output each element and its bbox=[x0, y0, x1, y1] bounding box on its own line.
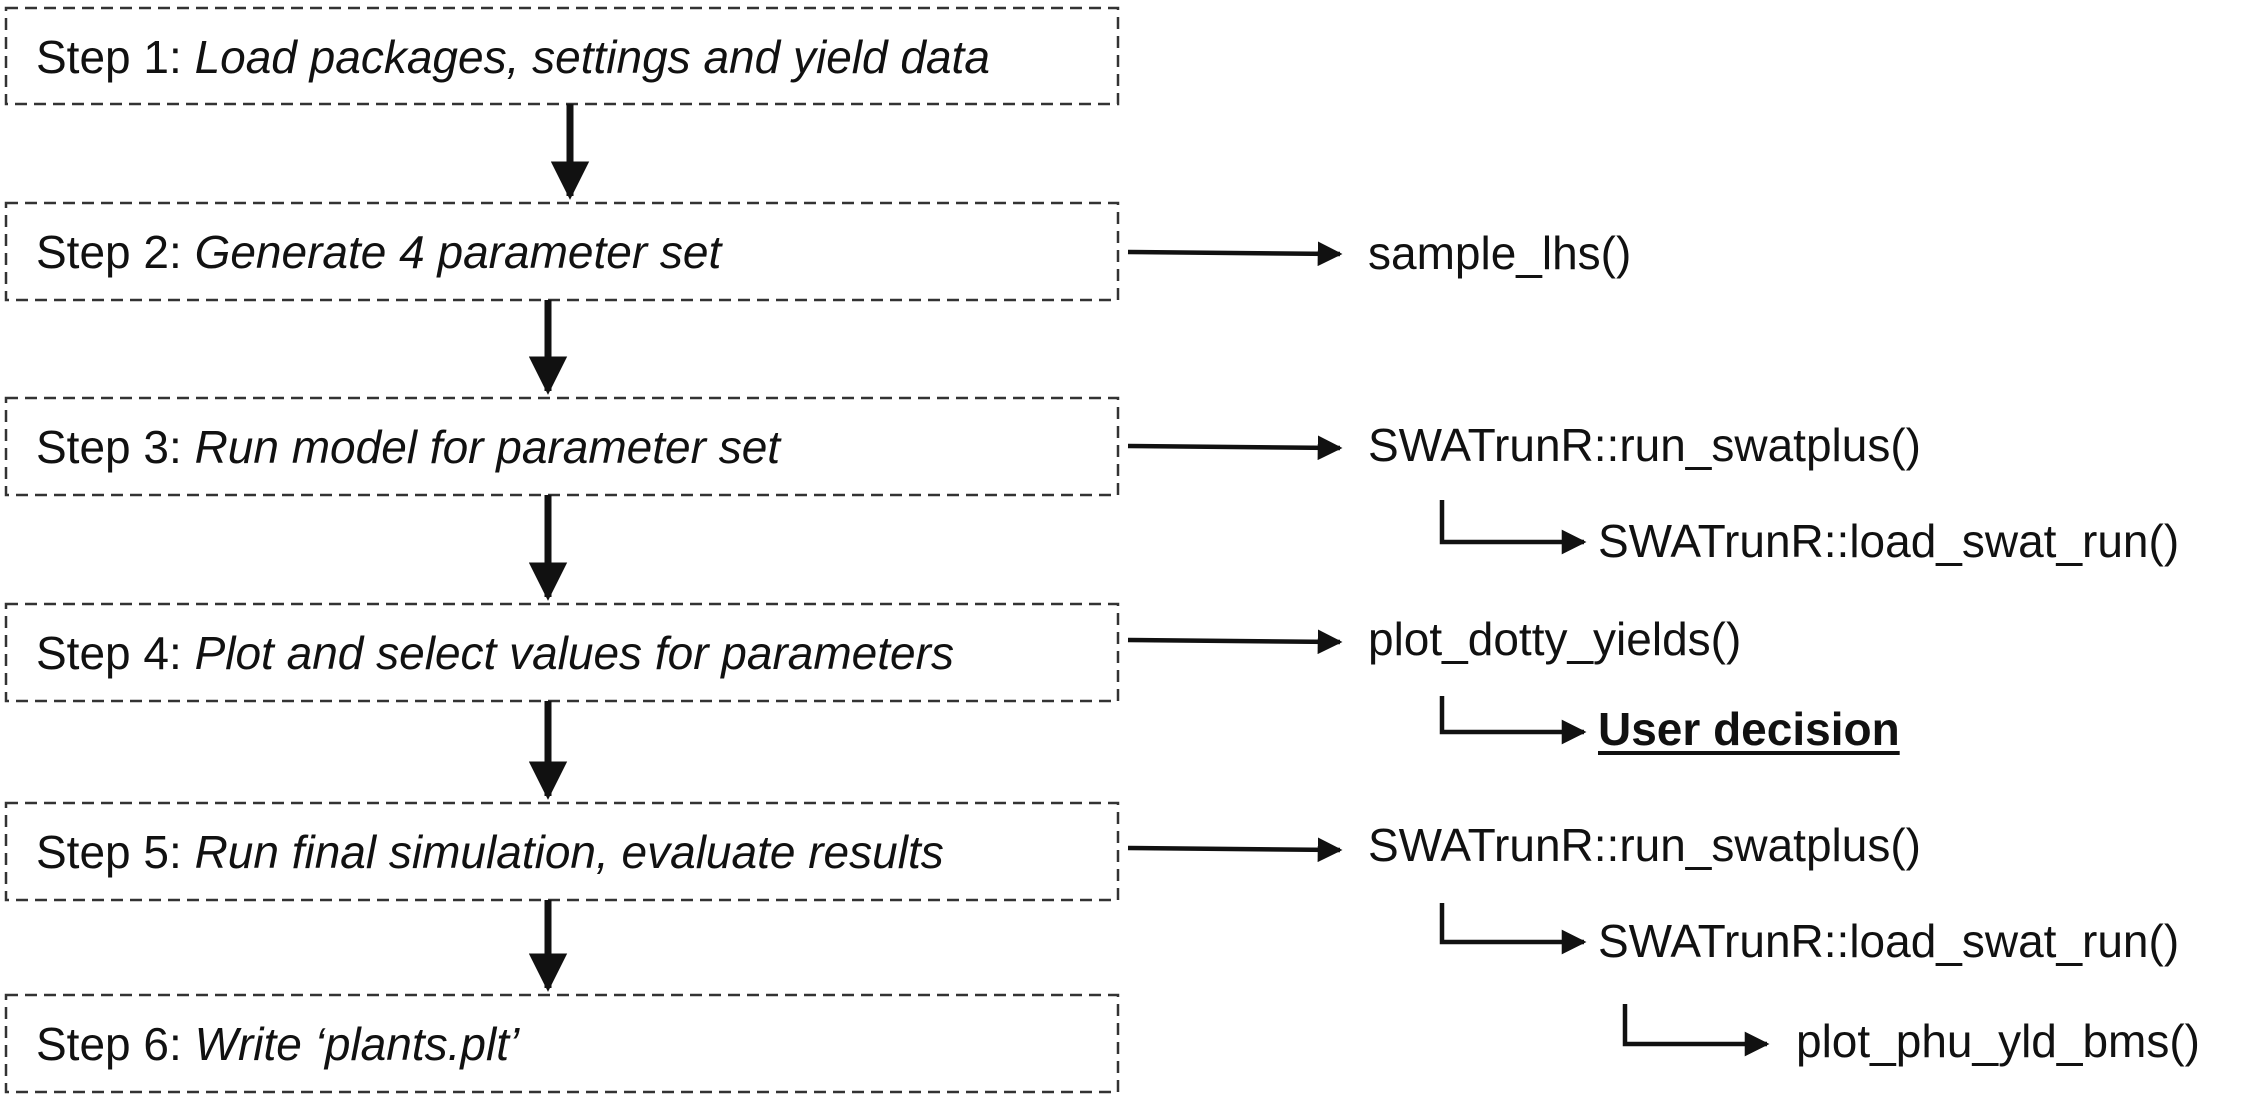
step-3-label: Step 3: bbox=[36, 421, 182, 473]
step-1-text: Step 1: Load packages, settings and yiel… bbox=[36, 34, 990, 80]
step-3-box: Step 3: Run model for parameter set bbox=[4, 398, 1120, 496]
step-2-text: Step 2: Generate 4 parameter set bbox=[36, 229, 721, 275]
step-5-box: Step 5: Run final simulation, evaluate r… bbox=[4, 803, 1120, 901]
step-2-box: Step 2: Generate 4 parameter set bbox=[4, 203, 1120, 301]
sample-lhs-label: sample_lhs() bbox=[1368, 227, 1632, 279]
run-swatplus-label-2: SWATrunR::run_swatplus() bbox=[1368, 819, 1921, 871]
step-4-box: Step 4: Plot and select values for param… bbox=[4, 604, 1120, 702]
step-3-box-border bbox=[4, 396, 1120, 497]
plot-phu-yld-bms-label: plot_phu_yld_bms() bbox=[1796, 1015, 2201, 1067]
user-decision-label: User decision bbox=[1598, 703, 1900, 755]
step-4-label: Step 4: bbox=[36, 627, 182, 679]
run-swatplus-label-1: SWATrunR::run_swatplus() bbox=[1368, 419, 1921, 471]
step-1-label: Step 1: bbox=[36, 31, 182, 83]
step-2-label: Step 2: bbox=[36, 226, 182, 278]
step-5-box-border bbox=[4, 801, 1120, 902]
step-6-text: Step 6: Write ‘plants.plt’ bbox=[36, 1021, 519, 1067]
step-1-box-border bbox=[4, 6, 1120, 106]
arrow-step3-to-run-swatplus bbox=[1127, 435, 1343, 461]
step-2-box-border bbox=[4, 201, 1120, 302]
elbow-to-plot-phu bbox=[1622, 1004, 1770, 1057]
step-3-description: Run model for parameter set bbox=[194, 421, 781, 473]
step-1-box: Step 1: Load packages, settings and yiel… bbox=[4, 8, 1120, 106]
arrow-step4-to-plot-dotty bbox=[1127, 629, 1343, 655]
step-6-box-border bbox=[4, 993, 1120, 1094]
step-5-description: Run final simulation, evaluate results bbox=[194, 826, 944, 878]
elbow-to-load-swat-run-2 bbox=[1439, 903, 1587, 955]
elbow-to-load-swat-run-1 bbox=[1439, 500, 1587, 555]
load-swat-run-label-2: SWATrunR::load_swat_run() bbox=[1598, 915, 2180, 967]
step-4-description: Plot and select values for parameters bbox=[194, 627, 954, 679]
step-1-description: Load packages, settings and yield data bbox=[194, 31, 990, 83]
load-swat-run-label-1: SWATrunR::load_swat_run() bbox=[1598, 515, 2180, 567]
plot-dotty-yields-label: plot_dotty_yields() bbox=[1368, 613, 1742, 665]
step-4-box-border bbox=[4, 602, 1120, 703]
arrow-step2-to-sample-lhs bbox=[1127, 241, 1343, 267]
step-6-label: Step 6: bbox=[36, 1018, 195, 1070]
arrow-step5-to-run-swatplus bbox=[1127, 837, 1343, 863]
step-2-description: Generate 4 parameter set bbox=[194, 226, 722, 278]
step-4-text: Step 4: Plot and select values for param… bbox=[36, 630, 954, 676]
step-3-text: Step 3: Run model for parameter set bbox=[36, 424, 780, 470]
step-5-text: Step 5: Run final simulation, evaluate r… bbox=[36, 829, 944, 875]
elbow-to-user-decision bbox=[1439, 696, 1587, 745]
step-6-box: Step 6: Write ‘plants.plt’ bbox=[4, 995, 1120, 1093]
step-6-description: Write ‘plants.plt’ bbox=[194, 1018, 520, 1070]
step-5-label: Step 5: bbox=[36, 826, 182, 878]
